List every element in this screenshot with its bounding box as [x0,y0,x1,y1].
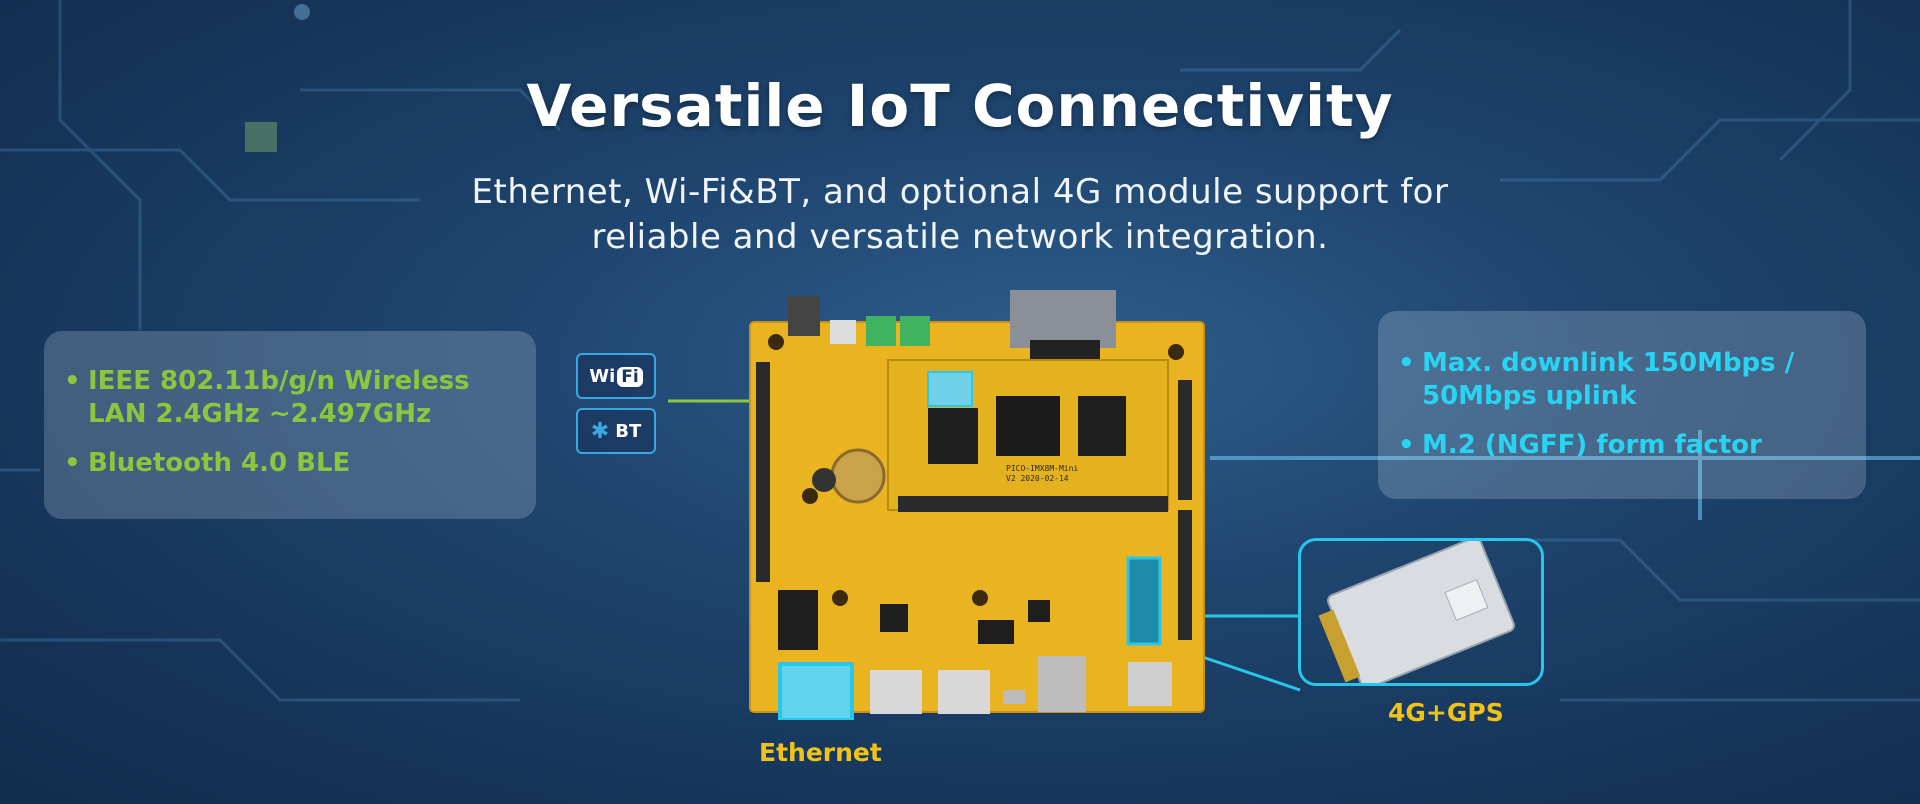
subtitle-line-1: Ethernet, Wi-Fi&BT, and optional 4G modu… [471,172,1449,212]
bt-badge: ✱ BT [576,408,656,454]
circuit-board-image: PICO-IMX8M-Mini V2 2020-02-14 [749,290,1205,720]
4g-module-frame [1298,536,1544,690]
subtitle-line-2: reliable and versatile network integrati… [591,217,1329,257]
4g-module-image [1318,536,1515,690]
board-silkscreen-model: PICO-IMX8M-Mini [1006,464,1078,473]
board-silkscreen-version: V2 2020-02-14 [1006,474,1069,483]
bluetooth-icon: ✱ [590,418,610,444]
wifi-bt-spec-panel: •IEEE 802.11b/g/n Wireless LAN 2.4GHz ~2… [44,331,536,519]
ethernet-label: Ethernet [759,738,882,767]
page-title: Versatile IoT Connectivity [526,72,1394,140]
spec-item-bluetooth: •Bluetooth 4.0 BLE [64,448,351,478]
spec-item-wifi: •IEEE 802.11b/g/n Wireless LAN 2.4GHz ~2… [64,366,470,429]
spec-item-form-factor: •M.2 (NGFF) form factor [1398,430,1762,460]
spec-item-bandwidth: •Max. downlink 150Mbps / 50Mbps uplink [1398,348,1795,411]
page-subtitle: Ethernet, Wi-Fi&BT, and optional 4G modu… [0,170,1920,260]
4g-spec-panel: •Max. downlink 150Mbps / 50Mbps uplink •… [1378,311,1866,499]
wifi-bt-spec-list: •IEEE 802.11b/g/n Wireless LAN 2.4GHz ~2… [44,365,536,496]
4g-gps-label: 4G+GPS [1388,698,1504,727]
4g-spec-list: •Max. downlink 150Mbps / 50Mbps uplink •… [1378,347,1866,478]
